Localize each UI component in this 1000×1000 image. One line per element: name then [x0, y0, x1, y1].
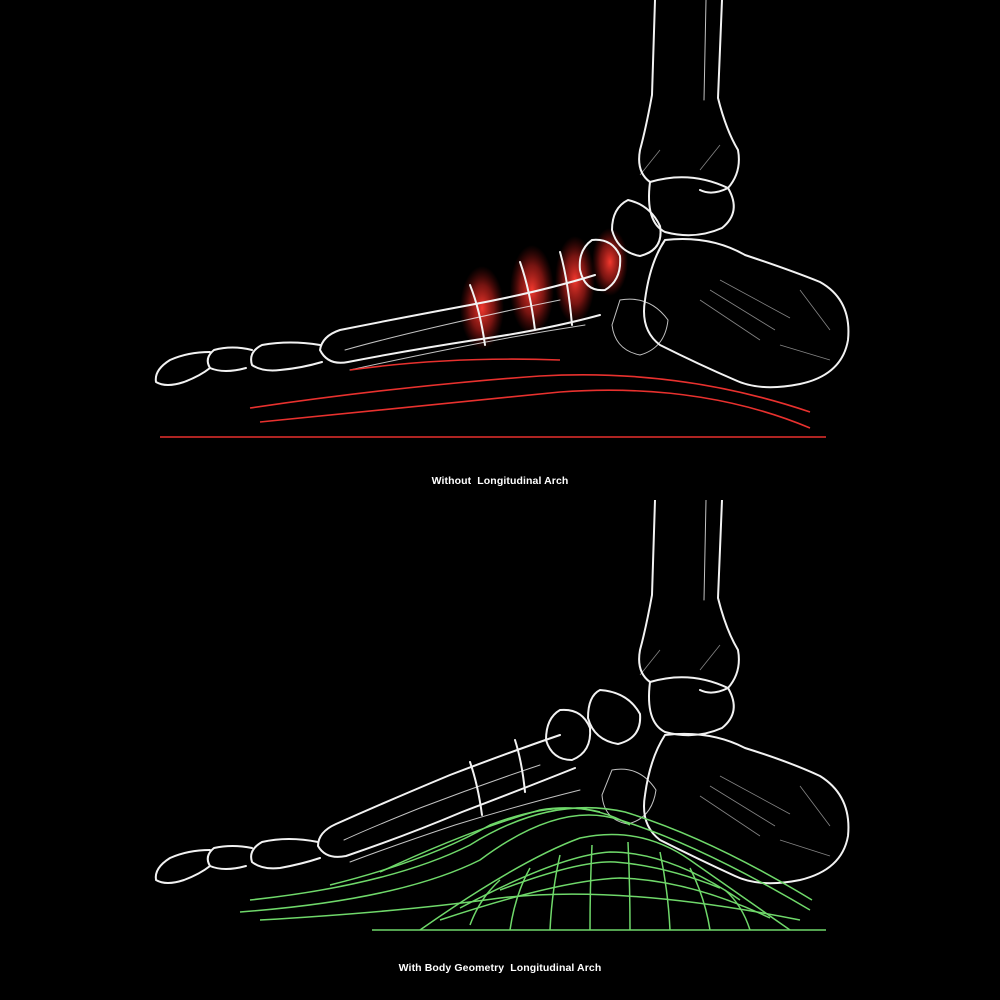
mesh-dome-column — [589, 844, 593, 931]
middle-phalanx — [206, 346, 253, 372]
bone-hatching — [639, 644, 831, 857]
joint-line-3 — [559, 251, 573, 326]
mesh-dome-row — [459, 851, 741, 909]
metatarsal-1 — [317, 734, 576, 858]
bone-hatching — [639, 144, 831, 361]
support-contour-line — [239, 814, 811, 913]
mesh-dome-column — [509, 867, 531, 931]
sole-contour-line — [349, 358, 561, 371]
calcaneus-bone — [643, 732, 850, 885]
mesh-dome-column — [659, 851, 671, 931]
foot-illustration-with-arch — [154, 500, 850, 931]
fibula-line — [703, 0, 707, 101]
joint-line-2 — [514, 739, 526, 793]
tibia-bone-back — [699, 0, 740, 194]
distal-phalanx — [154, 351, 211, 386]
flat-ground-lines — [160, 358, 826, 438]
cuboid-bone — [611, 298, 669, 356]
navicular-bone — [587, 689, 642, 745]
caption-with-arch: With Body Geometry Longitudinal Arch — [398, 962, 602, 974]
metatarsal-3 — [349, 324, 586, 371]
joint-line-1 — [469, 761, 483, 816]
tibia-bone — [638, 0, 656, 183]
mesh-dome-row — [499, 861, 721, 891]
cuneiform-bone — [578, 238, 622, 292]
talus-bone — [648, 676, 735, 737]
foot-skeleton — [154, 500, 850, 885]
cuboid-bone — [601, 768, 657, 825]
arch-support-mesh — [239, 806, 826, 931]
calcaneus-bone — [643, 238, 850, 389]
support-contour-line — [259, 893, 801, 921]
talus-bone — [648, 176, 735, 237]
mesh-dome-column — [469, 879, 501, 926]
sole-contour-line — [249, 373, 811, 413]
tibia-bone-back — [699, 500, 740, 694]
metatarsal-1 — [319, 274, 601, 364]
joint-line-2 — [519, 261, 536, 331]
mesh-dome-column — [724, 889, 751, 931]
distal-phalanx — [154, 849, 211, 884]
mesh-dome-column — [627, 841, 631, 931]
support-contour-line — [379, 807, 631, 873]
panel-without-arch: Without Longitudinal Arch — [154, 0, 850, 487]
foot-illustration-without-arch — [154, 0, 850, 438]
middle-phalanx — [206, 845, 253, 870]
fibula-line — [703, 500, 707, 601]
mesh-dome-outline — [419, 833, 791, 931]
sole-contour-line — [259, 389, 811, 429]
stress-zone-2 — [510, 245, 554, 335]
panel-with-arch: With Body Geometry Longitudinal Arch — [0, 500, 1000, 1000]
foot-skeleton — [154, 0, 850, 389]
support-contour-line — [249, 806, 813, 901]
mesh-dome-column — [689, 867, 711, 931]
cuneiform-bone — [545, 708, 592, 761]
joint-line-1 — [469, 284, 486, 346]
proximal-phalanx — [250, 838, 321, 870]
proximal-phalanx — [250, 341, 323, 372]
caption-without-arch: Without Longitudinal Arch — [431, 475, 569, 487]
mesh-dome-column — [549, 854, 561, 931]
mesh-dome-row — [439, 877, 771, 921]
navicular-bone — [611, 199, 662, 257]
tibia-bone — [638, 500, 656, 683]
metatarsal-2 — [344, 299, 561, 351]
metatarsal-2 — [343, 764, 541, 841]
metatarsal-3 — [349, 789, 581, 863]
